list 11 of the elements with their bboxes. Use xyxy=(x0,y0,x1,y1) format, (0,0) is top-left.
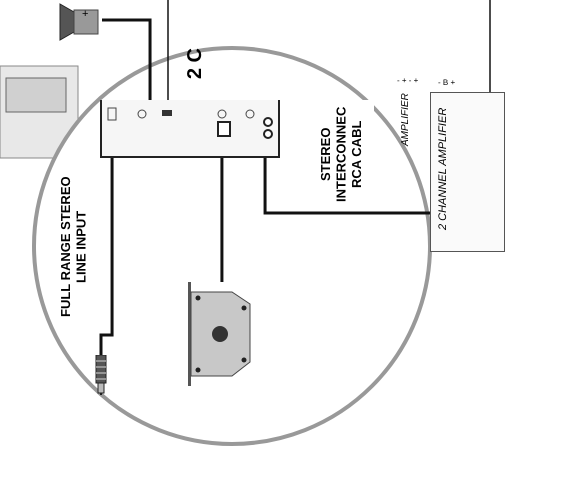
model-text: 2 C xyxy=(184,48,207,80)
amplifier-label: AMPLIFIER xyxy=(400,92,412,148)
wire xyxy=(489,0,491,92)
amplifier-label: 2 CHANNEL AMPLIFIER xyxy=(437,106,449,232)
cable xyxy=(102,18,152,100)
cable xyxy=(220,158,224,282)
terminal-sign: + xyxy=(82,8,88,20)
wire xyxy=(167,0,169,100)
terminal-label: - B + xyxy=(438,78,456,89)
terminal-label: - + - + xyxy=(397,76,420,87)
cable xyxy=(100,158,114,355)
